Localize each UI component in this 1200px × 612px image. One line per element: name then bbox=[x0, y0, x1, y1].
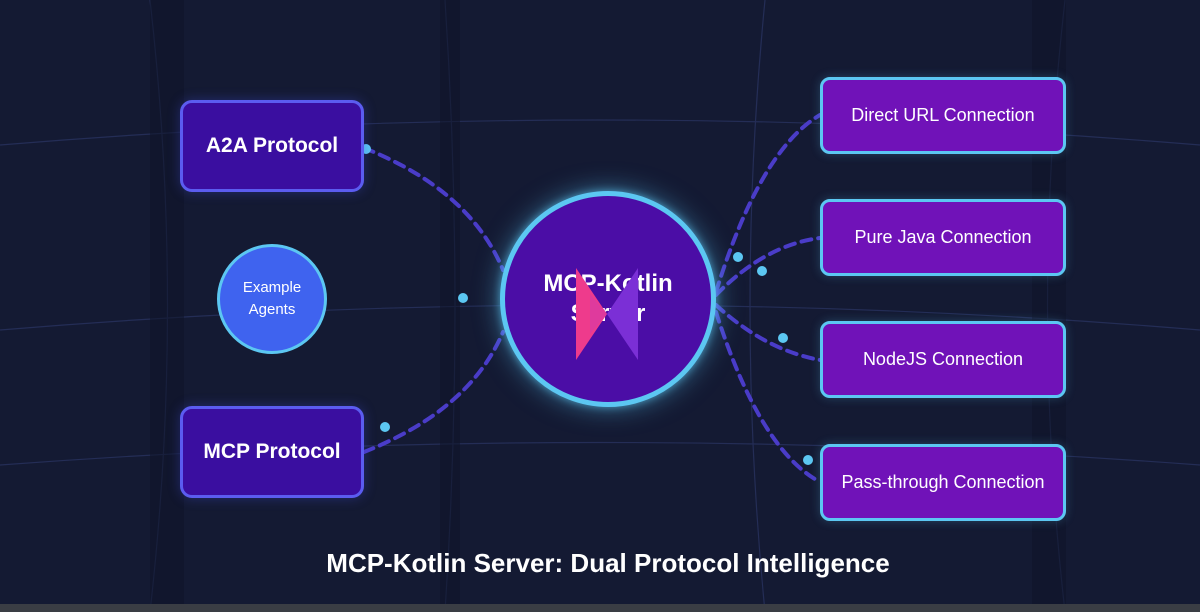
signal-dot bbox=[778, 333, 788, 343]
signal-dot bbox=[733, 252, 743, 262]
mcp-protocol-box[interactable]: MCP Protocol bbox=[180, 406, 364, 498]
direct-url-connection-label: Direct URL Connection bbox=[851, 105, 1035, 125]
a2a-protocol-box[interactable]: A2A Protocol bbox=[180, 100, 364, 192]
direct-url-connection-box[interactable]: Direct URL Connection bbox=[820, 77, 1066, 154]
mcp-protocol-label: MCP Protocol bbox=[203, 440, 341, 463]
connector-nodejs bbox=[714, 303, 822, 362]
connector-pass-through bbox=[714, 310, 822, 484]
connector-pure-java bbox=[714, 236, 822, 297]
signal-dot bbox=[380, 422, 390, 432]
mcp-kotlin-server-node[interactable]: MCP-Kotlin Server bbox=[500, 191, 716, 407]
pure-java-connection-box[interactable]: Pure Java Connection bbox=[820, 199, 1066, 276]
signal-dot bbox=[803, 455, 813, 465]
agents-label-line2: Agents bbox=[248, 301, 296, 318]
signal-dot bbox=[458, 293, 468, 303]
signal-dot bbox=[757, 266, 767, 276]
connector-lines bbox=[362, 113, 822, 484]
agents-label-line1: Example bbox=[242, 279, 302, 296]
kotlin-logo-icon bbox=[576, 268, 638, 360]
signal-dots bbox=[361, 144, 813, 465]
pass-through-connection-label: Pass-through Connection bbox=[841, 472, 1045, 492]
a2a-protocol-label: A2A Protocol bbox=[205, 134, 339, 157]
example-agents-circle[interactable]: Example Agents bbox=[217, 244, 327, 354]
connector-direct-url bbox=[714, 113, 822, 294]
nodejs-connection-box[interactable]: NodeJS Connection bbox=[820, 321, 1066, 398]
pure-java-connection-label: Pure Java Connection bbox=[854, 227, 1032, 247]
nodejs-connection-label: NodeJS Connection bbox=[862, 349, 1024, 369]
connector-mcp bbox=[362, 330, 505, 454]
diagram-caption: MCP-Kotlin Server: Dual Protocol Intelli… bbox=[326, 548, 890, 578]
connector-a2a bbox=[362, 146, 505, 272]
bottom-bar bbox=[0, 604, 1200, 612]
pass-through-connection-box[interactable]: Pass-through Connection bbox=[820, 444, 1066, 521]
